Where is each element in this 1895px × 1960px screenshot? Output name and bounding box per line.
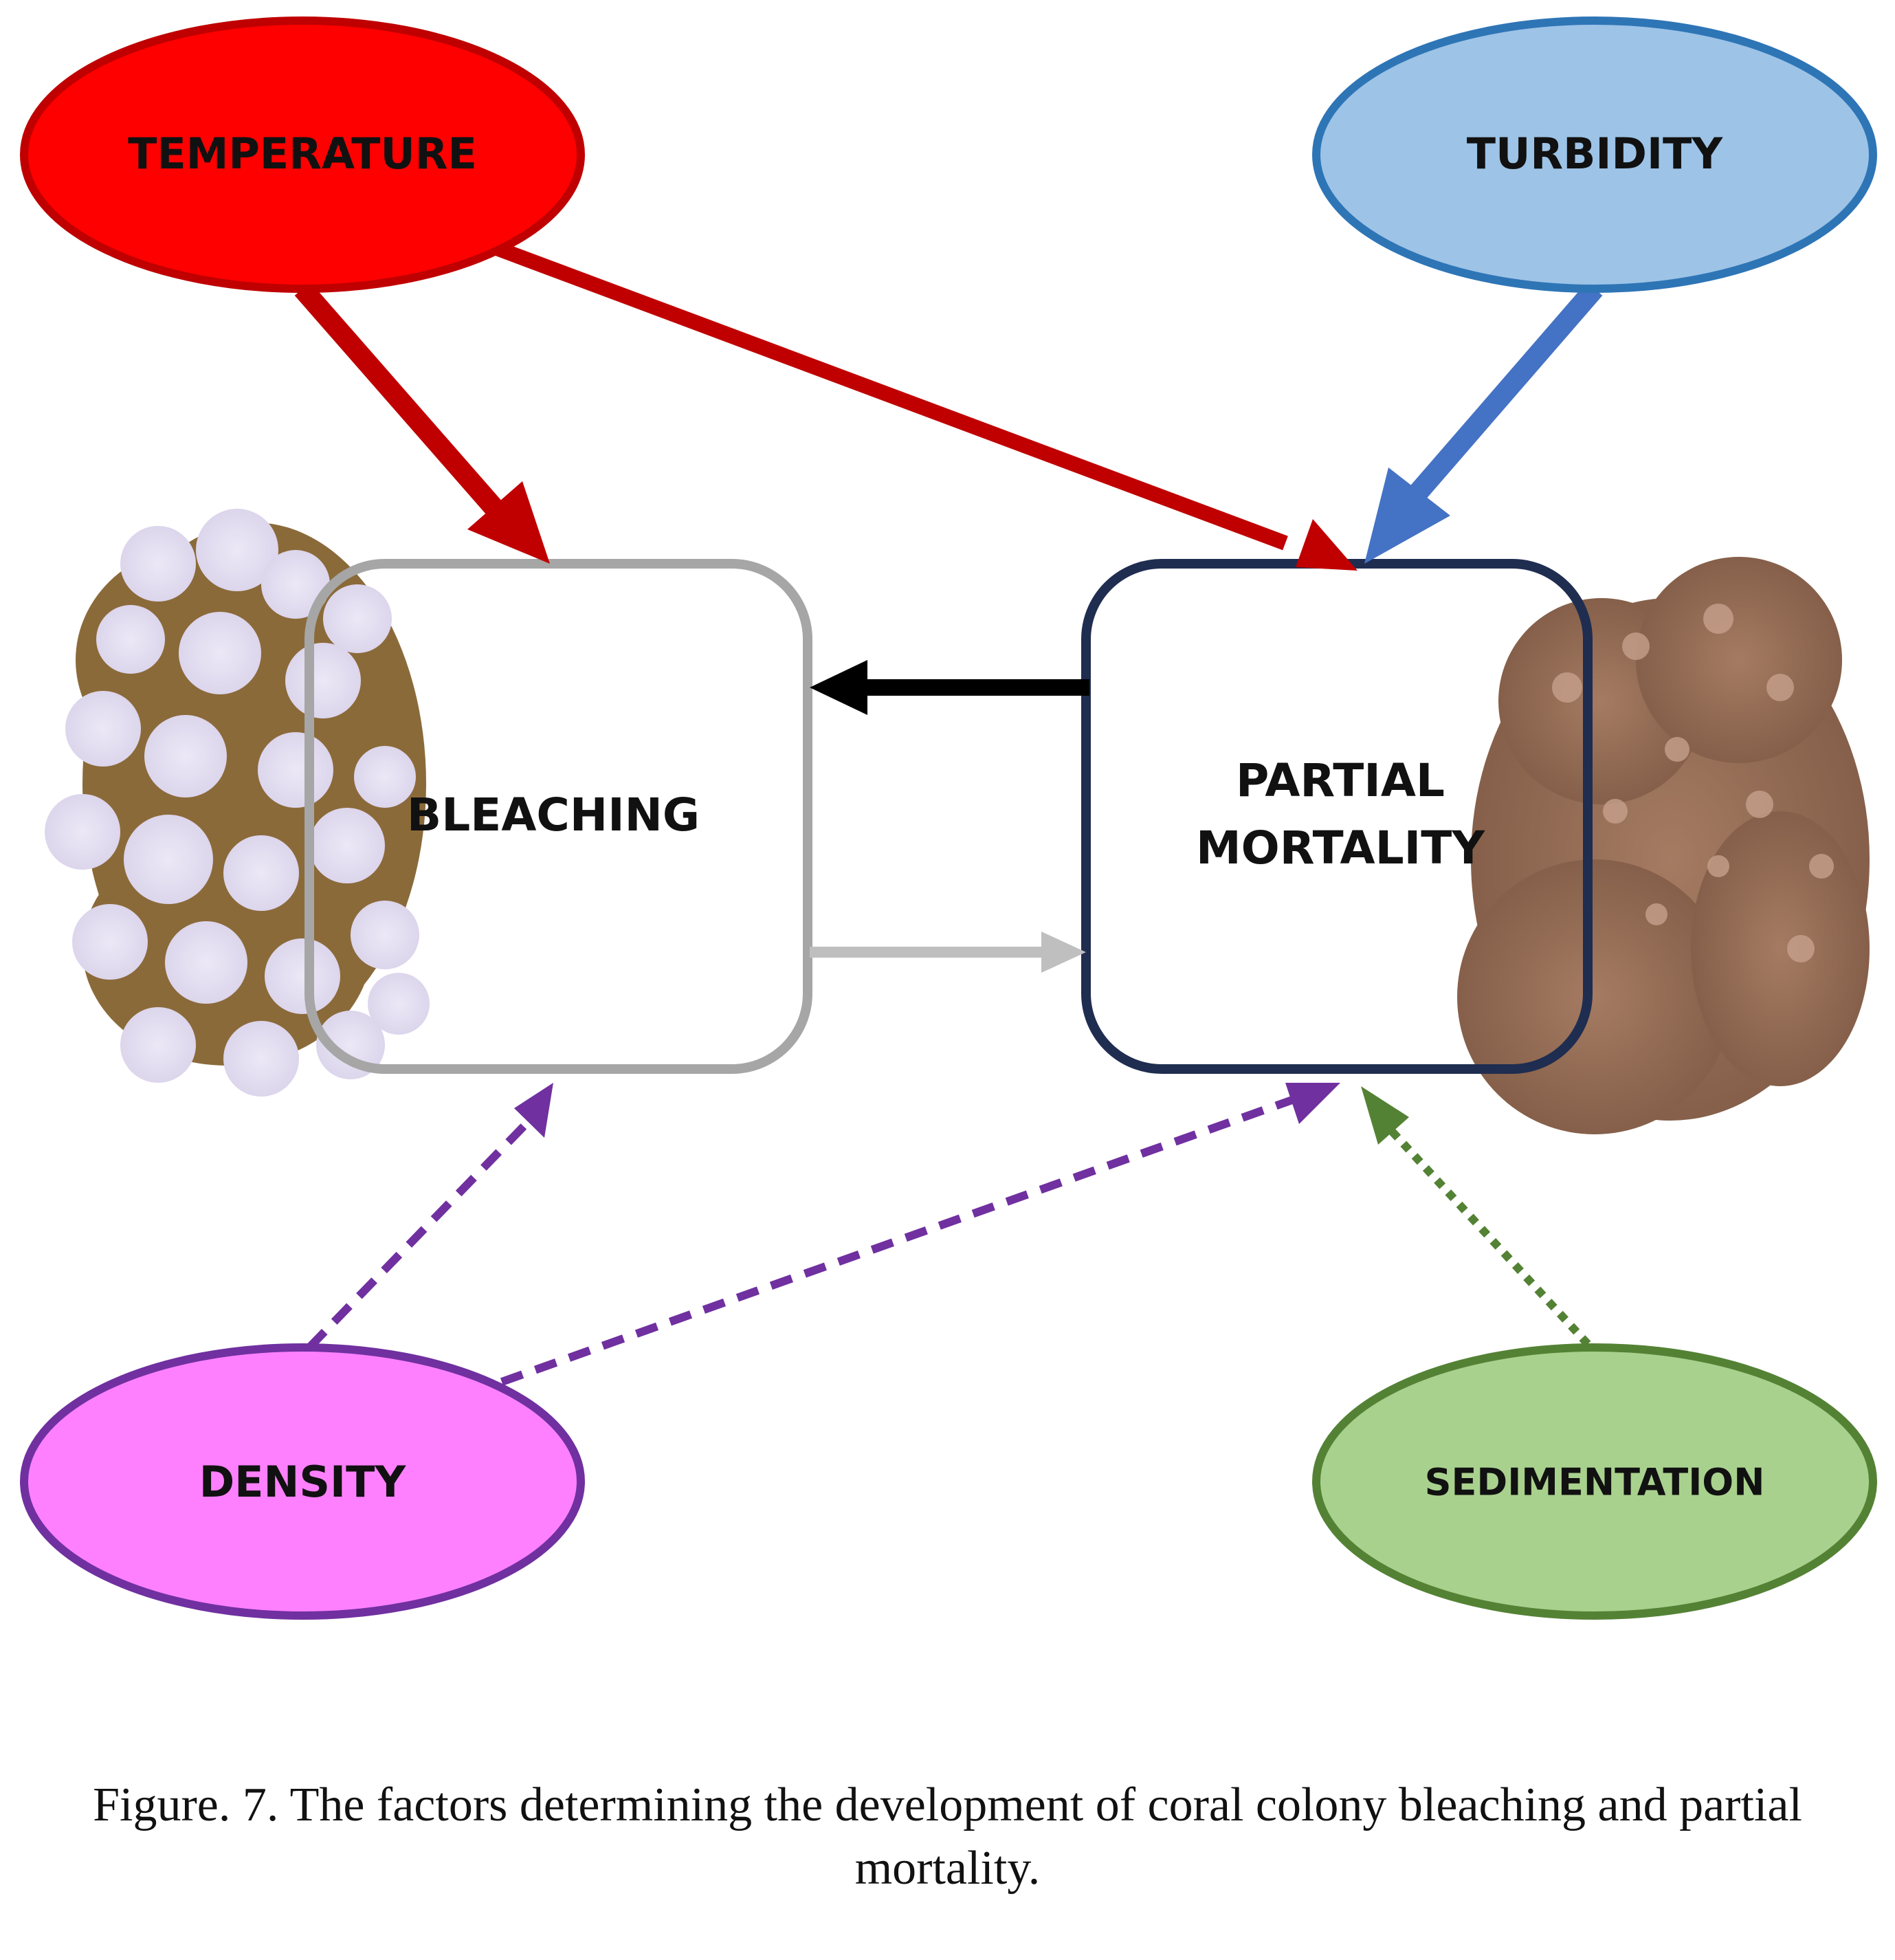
bleaching-label: BLEACHING xyxy=(407,789,700,841)
turbidity-node: TURBIDITY xyxy=(1312,16,1877,293)
arrow-temperature-to-bleaching xyxy=(294,282,550,564)
arrow-density-to-bleaching xyxy=(306,1083,553,1351)
temperature-label: TEMPERATURE xyxy=(128,129,477,179)
arrow-temperature-to-mortality xyxy=(492,240,1357,571)
turbidity-label: TURBIDITY xyxy=(1467,129,1724,179)
bleaching-box xyxy=(304,559,812,1074)
figure-caption: Figure. 7. The factors determining the d… xyxy=(93,1779,1802,1895)
bleached-coral-image xyxy=(45,509,430,1097)
arrow-sedimentation-to-mortality xyxy=(1361,1086,1591,1347)
sedimentation-label: SEDIMENTATION xyxy=(1425,1461,1765,1504)
arrow-density-to-mortality xyxy=(500,1083,1340,1386)
partial-mortality-box xyxy=(1081,559,1593,1074)
partial-mortality-label-line2: MORTALITY xyxy=(1196,822,1485,874)
density-node: DENSITY xyxy=(20,1343,585,1620)
arrow-turbidity-to-mortality xyxy=(1364,282,1603,564)
sedimentation-node: SEDIMENTATION xyxy=(1312,1343,1877,1620)
temperature-node: TEMPERATURE xyxy=(20,16,585,293)
partial-mortality-label-line1: PARTIAL xyxy=(1236,754,1445,807)
arrow-mortality-to-bleaching xyxy=(810,660,1089,715)
density-label: DENSITY xyxy=(199,1457,407,1507)
arrow-bleaching-to-mortality xyxy=(810,932,1086,973)
